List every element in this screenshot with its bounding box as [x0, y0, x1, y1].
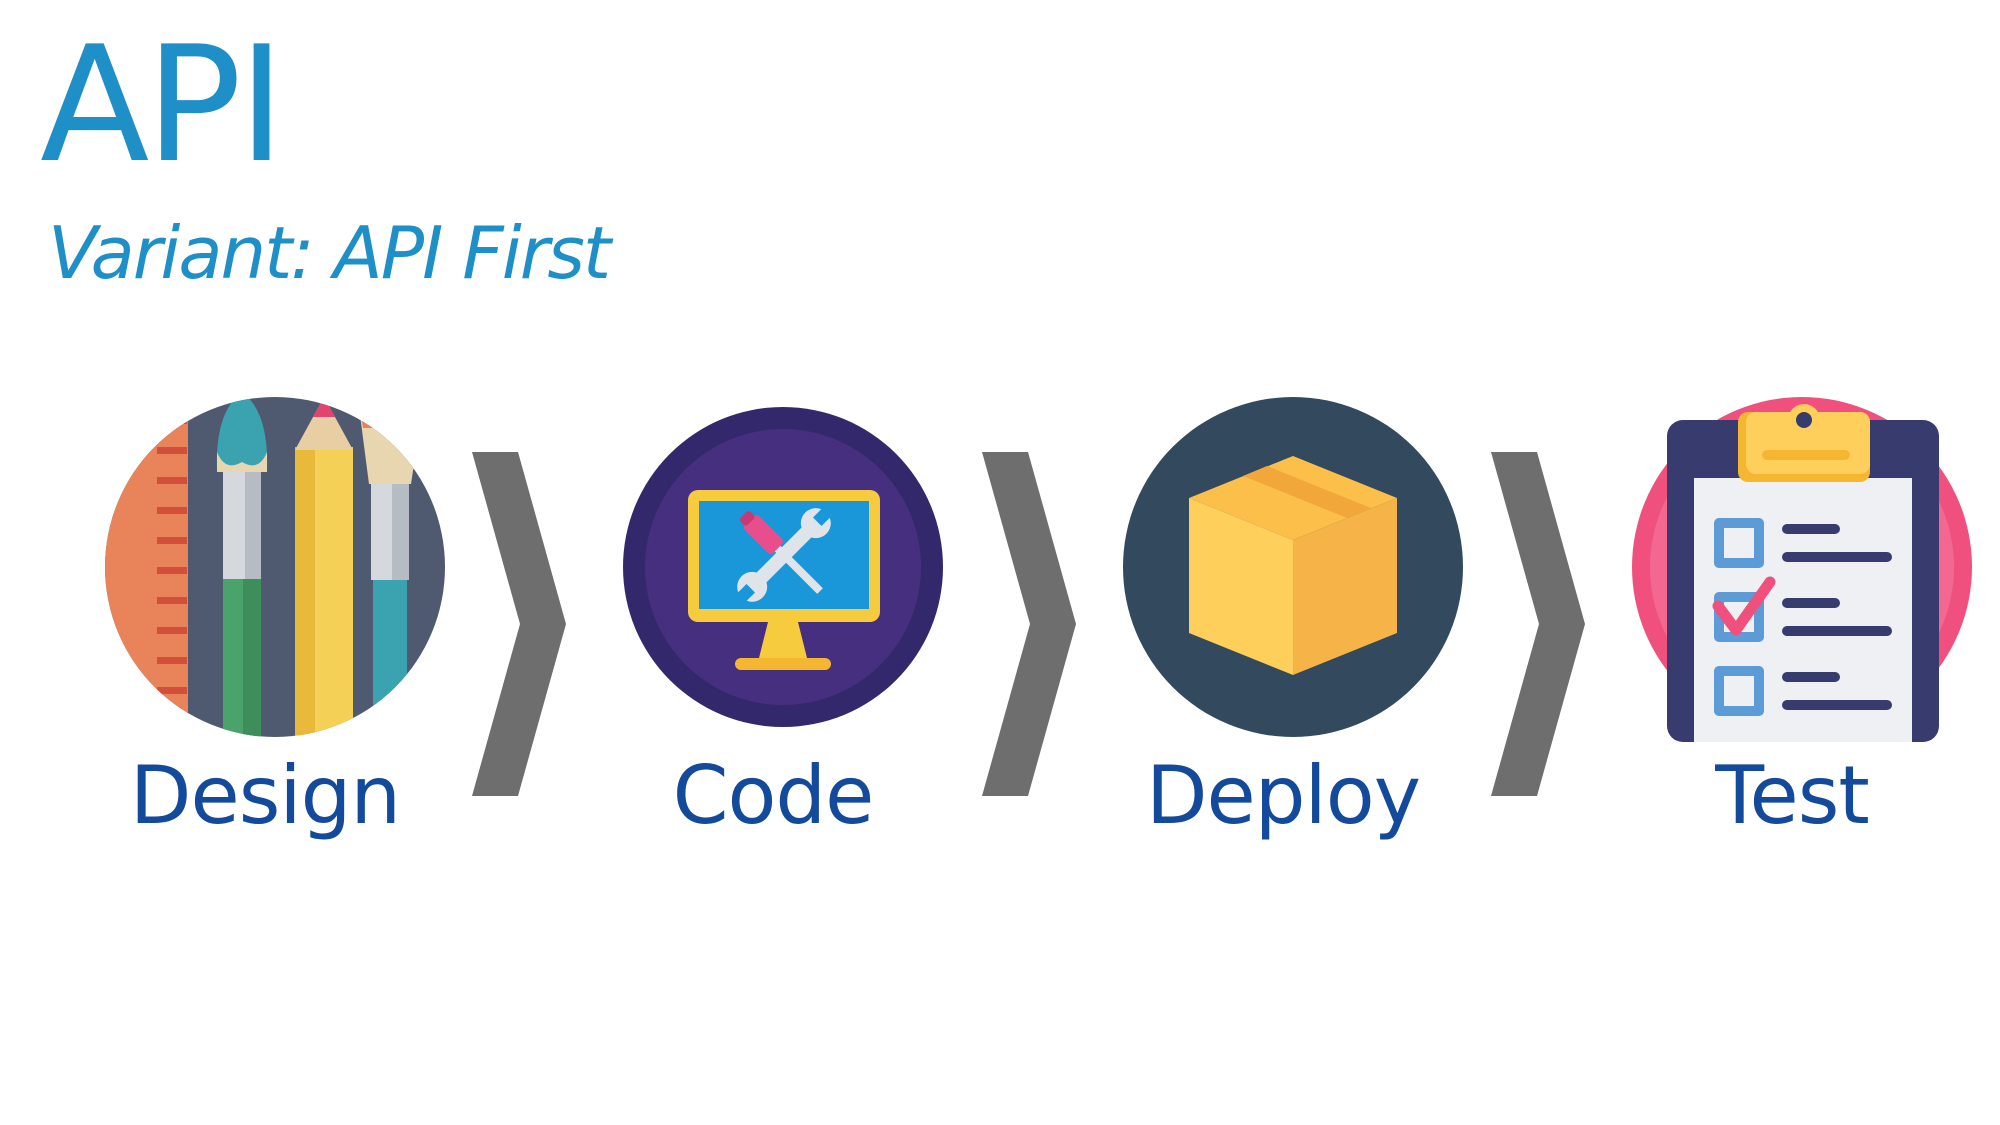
step-test: Test [1612, 392, 1972, 862]
chevron-right-icon [1491, 452, 1585, 796]
step-label: Code [672, 749, 875, 842]
step-design: Design [85, 392, 445, 862]
monitor-tools-icon [623, 407, 943, 727]
box-icon [1123, 397, 1463, 737]
step-label: Test [1715, 749, 1870, 842]
step-deploy: Deploy [1103, 392, 1463, 862]
page-title: API [40, 11, 285, 198]
design-tools-icon [105, 397, 445, 737]
clipboard-checklist-icon [1632, 397, 1972, 742]
chevron-right-icon [472, 452, 566, 796]
chevron-right-icon [982, 452, 1076, 796]
page-subtitle: Variant: API First [48, 211, 611, 295]
step-label: Deploy [1145, 749, 1421, 842]
step-label: Design [129, 749, 401, 842]
step-code: Code [593, 392, 953, 862]
